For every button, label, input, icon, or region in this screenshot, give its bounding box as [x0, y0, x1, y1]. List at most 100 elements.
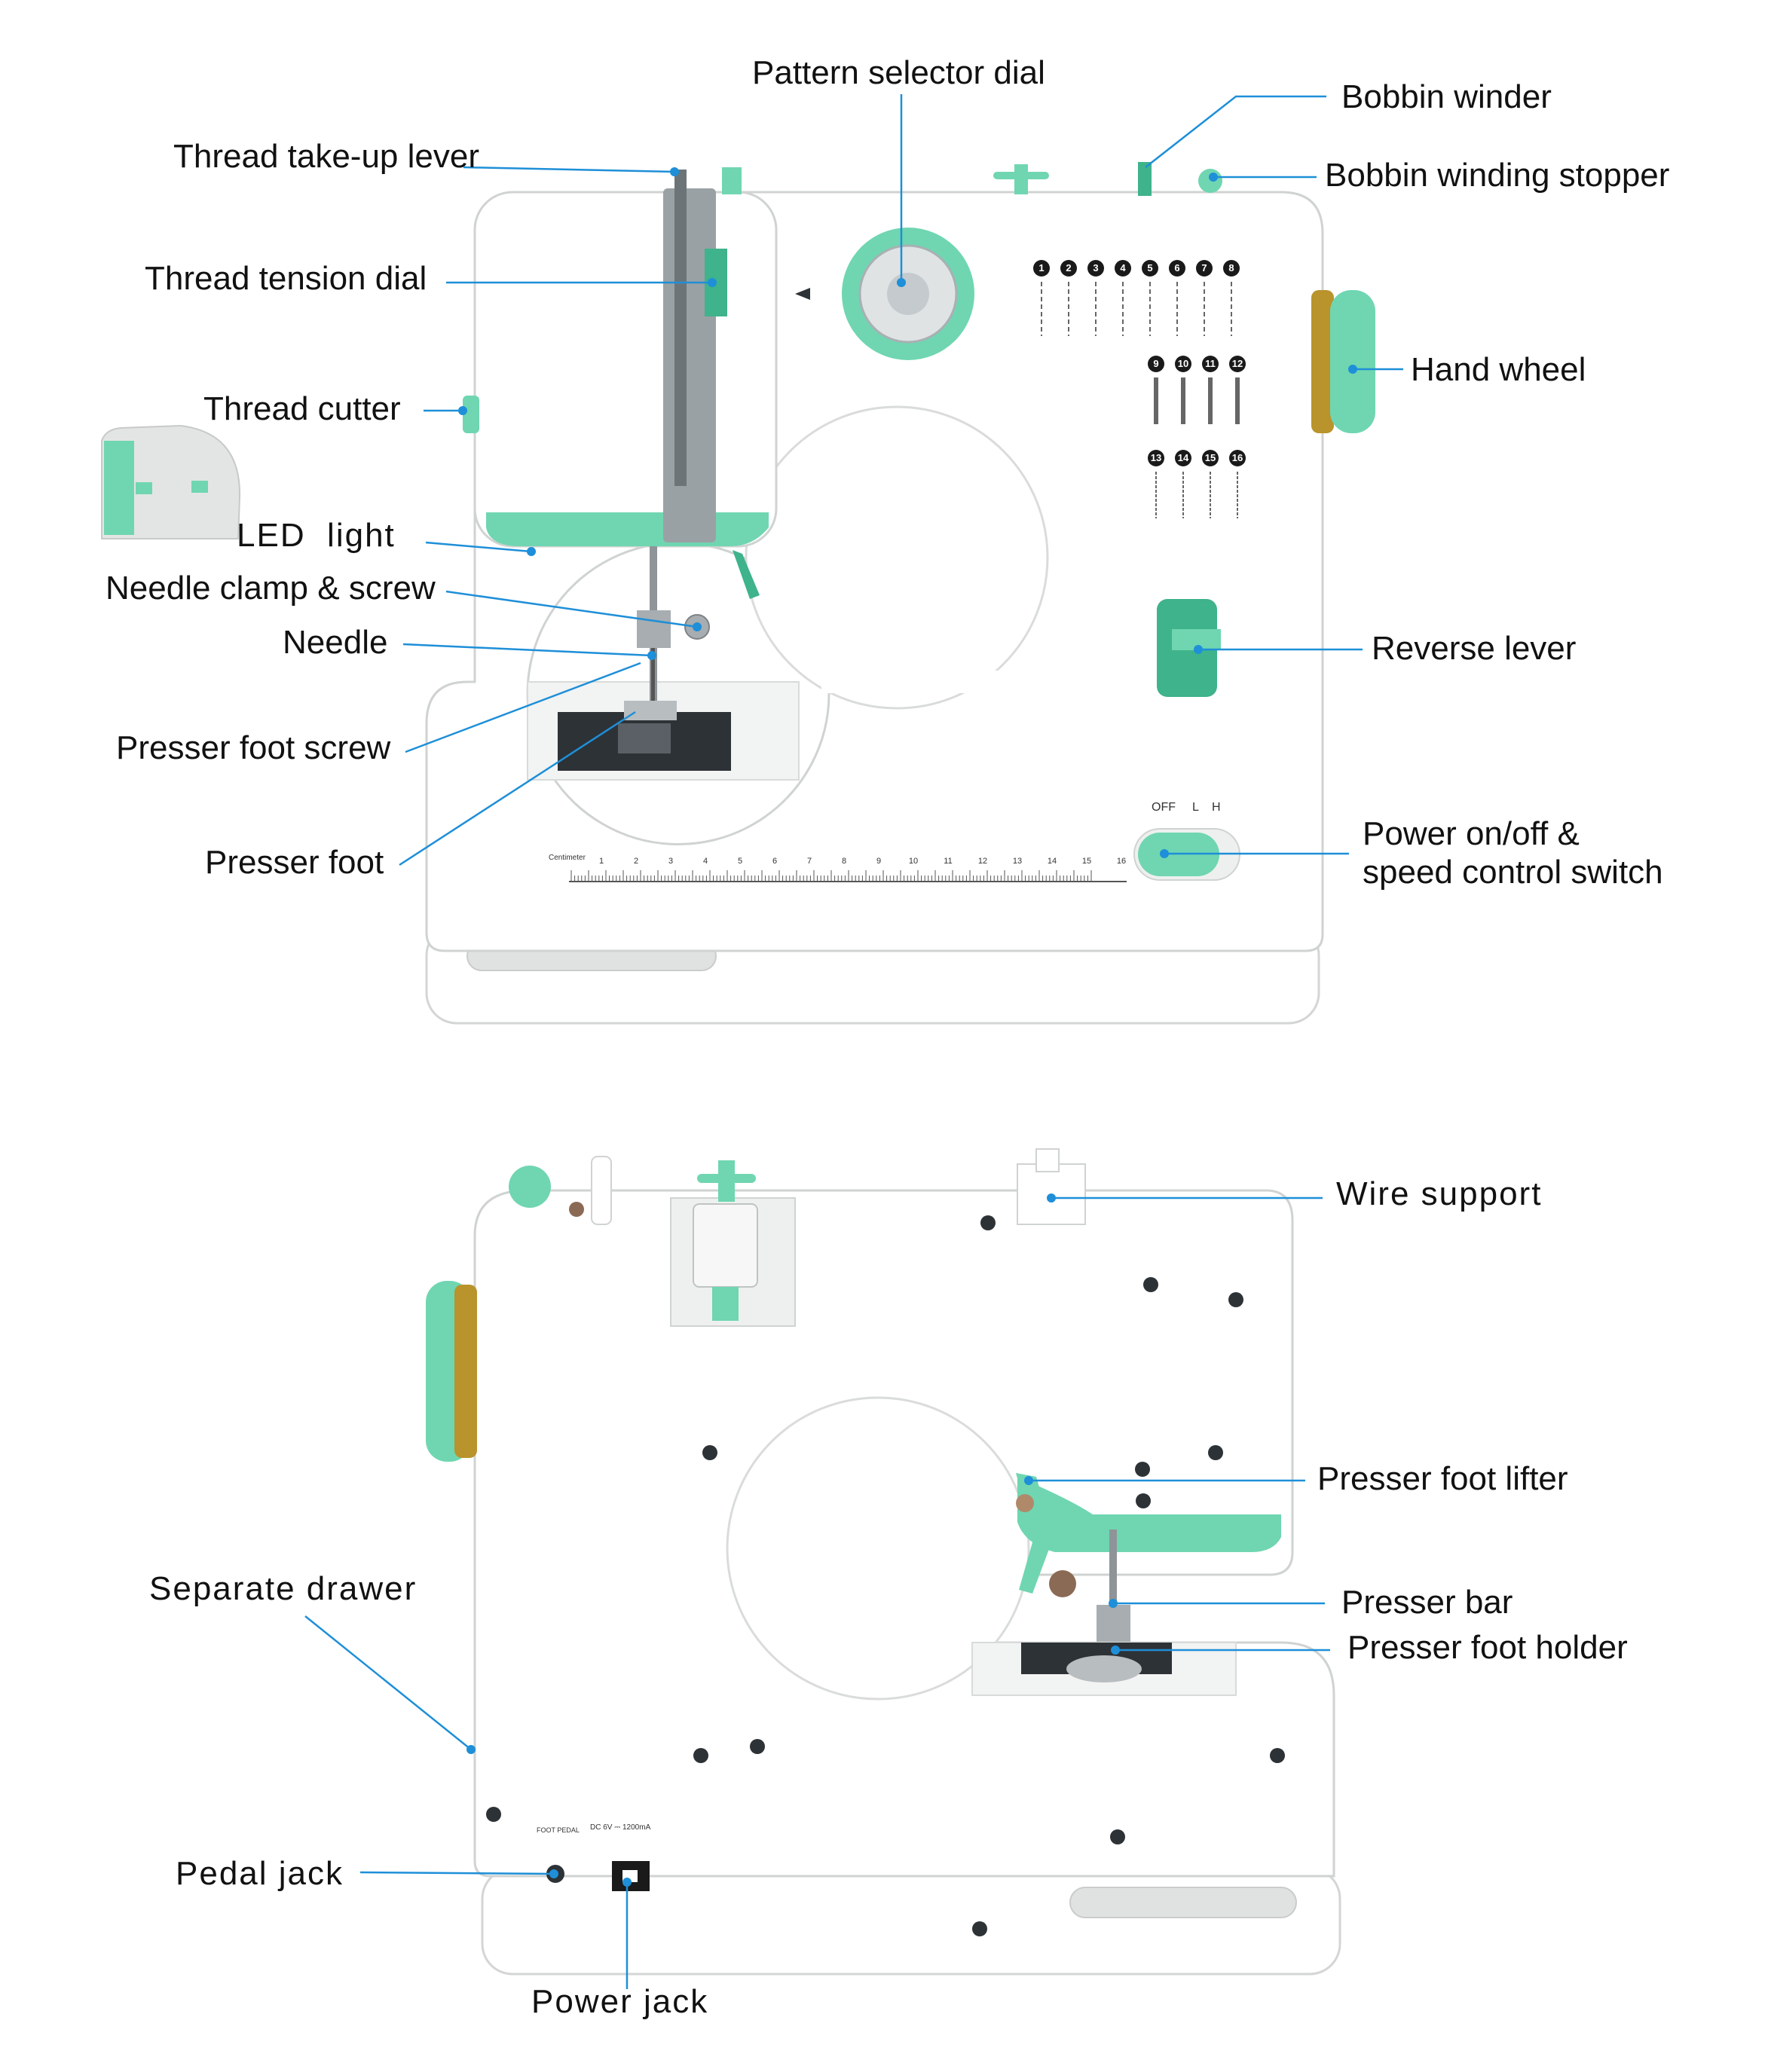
- led-inset: [101, 424, 241, 539]
- back-spool: [693, 1203, 758, 1288]
- back-hole: [1208, 1445, 1223, 1460]
- leader-dot: [647, 651, 656, 660]
- back-spool-base: [712, 1287, 739, 1321]
- back-presser-holder: [1097, 1605, 1130, 1646]
- back-presser-bar: [1109, 1530, 1117, 1643]
- back-hole: [972, 1921, 987, 1936]
- label-presser-bar: Presser bar: [1341, 1584, 1513, 1621]
- front-needle-pin: [651, 648, 655, 708]
- leader-separate-drawer: [304, 1615, 472, 1750]
- back-hole: [1136, 1493, 1151, 1508]
- label-wire-support: Wire support: [1336, 1175, 1543, 1212]
- front-hand-wheel-gold: [1311, 290, 1334, 433]
- front-lift-lever: [733, 550, 760, 599]
- leader-pedal-jack: [359, 1871, 555, 1875]
- ruler-number: 10: [909, 857, 918, 866]
- label-power-switch-line2: speed control switch: [1363, 853, 1663, 891]
- back-bobbin-stopper: [509, 1166, 551, 1208]
- front-spool-cap: [993, 172, 1049, 179]
- ruler-number: 15: [1082, 857, 1091, 866]
- ruler-number: 3: [668, 857, 673, 866]
- back-knob: [1049, 1570, 1076, 1597]
- pattern-number-badge: 6: [1169, 260, 1185, 277]
- label-presser-foot: Presser foot: [205, 844, 384, 881]
- back-hole: [702, 1445, 717, 1460]
- label-presser-foot-lifter: Presser foot lifter: [1317, 1460, 1568, 1497]
- ruler-number: 14: [1048, 857, 1057, 866]
- front-arm-bottom: [821, 671, 1002, 693]
- leader-dot: [1024, 1476, 1033, 1485]
- ruler-number: 9: [876, 857, 881, 866]
- back-wire-support-post: [1035, 1148, 1060, 1172]
- leader-led-light: [425, 541, 532, 553]
- front-presser-foot: [624, 701, 677, 720]
- back-screw-holes: [486, 1215, 1285, 1936]
- leader-dot: [1348, 365, 1357, 374]
- pattern-number-badge: 14: [1175, 450, 1191, 466]
- leader-dot: [527, 547, 536, 556]
- back-lifter-pivot: [1016, 1494, 1034, 1512]
- leader-dot: [693, 622, 702, 631]
- back-hole: [1135, 1462, 1150, 1477]
- label-pattern-selector-dial: Pattern selector dial: [752, 54, 1045, 91]
- leader-dot: [670, 167, 679, 176]
- back-hole: [1143, 1277, 1158, 1292]
- label-presser-foot-screw: Presser foot screw: [116, 729, 391, 766]
- switch-off-marking: OFF: [1152, 801, 1176, 814]
- ruler-title: Centimeter: [549, 854, 586, 862]
- label-thread-take-up-lever: Thread take-up lever: [173, 138, 479, 175]
- front-hand-wheel: [1330, 290, 1375, 433]
- pattern-number-badge: 7: [1196, 260, 1213, 277]
- pattern-number-badge: 3: [1087, 260, 1104, 277]
- label-led-light: LED light: [237, 517, 396, 554]
- leader-needle: [402, 643, 653, 657]
- back-hole: [486, 1807, 501, 1822]
- back-hole: [980, 1215, 996, 1230]
- front-pattern-dial-center: [887, 273, 929, 315]
- leader-dot: [549, 1869, 558, 1878]
- ruler-number: 11: [944, 857, 952, 866]
- leader-dot: [466, 1745, 476, 1754]
- led-inset-accent: [104, 441, 134, 535]
- leader-presser-foot-screw: [405, 662, 641, 753]
- leader-dot: [1047, 1193, 1056, 1203]
- back-hand-wheel-gold: [454, 1285, 477, 1458]
- pattern-number-badge: 1: [1033, 260, 1050, 277]
- switch-h-marking: H: [1212, 801, 1221, 814]
- front-head: [473, 191, 778, 548]
- leader-dot: [1209, 173, 1218, 182]
- pattern-number-badge: 8: [1223, 260, 1240, 277]
- ruler-number: 7: [807, 857, 812, 866]
- ruler-number: 2: [634, 857, 638, 866]
- back-view: [426, 1148, 1341, 1976]
- pattern-number-badge: 2: [1060, 260, 1077, 277]
- ruler-number: 1: [599, 857, 604, 866]
- label-needle-clamp-screw: Needle clamp & screw: [106, 570, 436, 607]
- leader-lines: [304, 94, 1403, 1989]
- label-hand-wheel: Hand wheel: [1411, 351, 1586, 388]
- label-bobbin-winder: Bobbin winder: [1341, 78, 1552, 115]
- front-head-accent: [486, 512, 769, 546]
- leader-dot: [1111, 1646, 1120, 1655]
- back-foot: [1066, 1655, 1142, 1682]
- label-bobbin-winding-stopper: Bobbin winding stopper: [1325, 157, 1670, 194]
- front-takeup-slot: [663, 188, 716, 542]
- pattern-number-badge: 5: [1142, 260, 1158, 277]
- front-bobbin-stopper: [1198, 169, 1222, 193]
- back-spool-hole: [569, 1202, 584, 1217]
- ruler-number: 4: [703, 857, 708, 866]
- back-winder-post: [591, 1156, 612, 1225]
- back-hole: [693, 1748, 708, 1763]
- back-base: [481, 1867, 1341, 1976]
- pattern-number-badge: 13: [1148, 450, 1164, 466]
- pattern-number-badge: 16: [1229, 450, 1246, 466]
- pattern-number-badge: 9: [1148, 356, 1164, 372]
- leader-dots: [458, 167, 1357, 1887]
- front-bobbin-winder-peg: [1138, 162, 1152, 196]
- label-power-jack: Power jack: [531, 1983, 709, 2020]
- back-spool-cap: [697, 1174, 756, 1183]
- led-inset-lamp-1: [136, 482, 152, 494]
- back-arm-opening: [726, 1396, 1030, 1701]
